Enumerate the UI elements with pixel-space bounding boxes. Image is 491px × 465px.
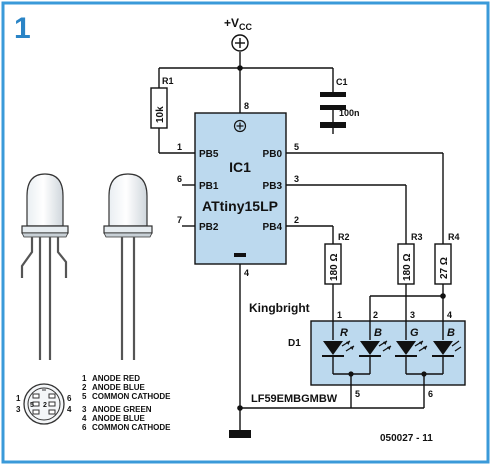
ic-pin-name: PB5 [199,149,219,160]
legend-text: ANODE GREEN [92,405,152,414]
r1-value: 10k [155,106,166,123]
footprint-pin-label: 5 [30,402,34,409]
c1-plate-bottom [320,105,346,110]
ic-pin-name: PB3 [263,181,283,192]
led-diode-red [322,340,355,357]
junction-dot [348,371,354,377]
r4-ref: R4 [448,232,460,242]
legend-text: COMMON CATHODE [92,423,171,432]
legend-text: ANODE BLUE [92,383,146,392]
legend-text: COMMON CATHODE [92,392,171,401]
led-manufacturer: Kingbright [249,301,310,315]
led-inner-wires [332,321,444,385]
legend-num: 6 [82,423,87,432]
legend-num: 5 [82,392,87,401]
ic1-name: IC1 [229,159,251,175]
led-ref: D1 [288,338,301,349]
r1-resistor-body [150,87,168,129]
led-color-letter: B [374,327,382,339]
legend-text: ANODE BLUE [92,414,146,423]
ic-pin-number: 2 [294,215,299,225]
led-color-letter: G [410,327,419,339]
r2-resistor-body [324,243,342,285]
led-pin-number: 2 [373,310,378,320]
c1-value: 100n [339,108,360,118]
r3-ref: R3 [411,232,423,242]
legend-num: 1 [82,374,87,383]
ic-pin-number: 7 [177,215,182,225]
r2-ref: R2 [338,232,350,242]
vcc-label: +VCC [224,16,253,32]
ic1-body [194,112,287,265]
footprint-pin-label: 4 [67,405,72,414]
ic-pin-number: 1 [177,142,182,152]
c1-ground-bar [320,122,346,128]
led-pin-number: 5 [355,389,360,399]
figure-code: 050027 - 11 [380,433,433,444]
r4-resistor-body [434,243,452,285]
footprint-pin-label: 2 [43,402,47,409]
led-color-letter: R [340,327,348,339]
ic-pin-name: PB2 [199,222,219,233]
led-side-view-left [20,173,69,360]
c1-ref: C1 [336,77,348,87]
footprint-pin-label: 6 [67,394,72,403]
legend-text: ANODE RED [92,374,140,383]
r4-value: 27 Ω [439,257,450,279]
r3-resistor-body [397,243,415,285]
ic-pin-name: PB0 [263,149,283,160]
ic-pin-number: 6 [177,174,182,184]
ic-pin-bottom-number: 4 [244,268,249,278]
ic1-part: ATtiny15LP [202,198,278,214]
footprint-pin-label: 3 [16,405,21,414]
ic-pin-number: 3 [294,174,299,184]
legend-num: 3 [82,405,87,414]
led-side-view-right [103,173,153,360]
ic-pin-top-number: 8 [244,101,249,111]
led-diode-blue-1 [359,340,392,357]
figure-number: 1 [14,12,31,45]
led-diode-green [395,340,428,357]
led-pin-number: 4 [447,310,452,320]
ground-symbol [229,430,251,438]
led-part-number: LF59EMBGMBW [251,393,338,405]
led-color-letter: B [447,327,455,339]
r2-value: 180 Ω [329,254,340,281]
led-pin-number: 1 [337,310,342,320]
legend-num: 4 [82,414,87,423]
vcc-supply-symbol [231,34,249,52]
ic-pin-number: 5 [294,142,299,152]
junction-dot [421,371,427,377]
ic-pin-name: PB1 [199,181,219,192]
c1-plate-top [320,92,346,97]
r1-ref: R1 [162,76,174,86]
legend-num: 2 [82,383,87,392]
ic-gnd-pin-icon [234,253,246,257]
led-footprint-view [23,383,65,425]
led-pin-number: 3 [410,310,415,320]
ic-pin-name: PB4 [263,222,283,233]
ic-vcc-pin-icon [233,119,247,133]
footprint-pin-label: 1 [16,394,21,403]
r3-value: 180 Ω [402,254,413,281]
pin-legend: 1 ANODE RED 2 ANODE BLUE 5 COMMON CATHOD… [82,374,171,432]
led-pin-number: 6 [428,389,433,399]
led-diode-blue-2 [432,340,462,357]
